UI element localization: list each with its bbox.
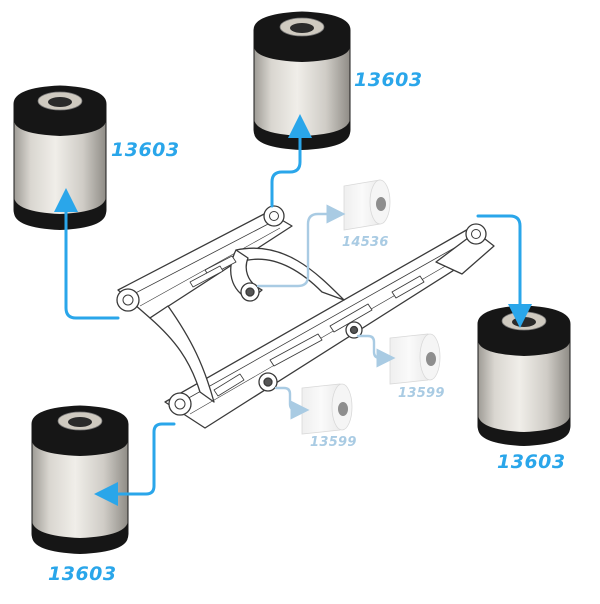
leader-arrows [54,114,532,506]
arrow-top-left [54,188,120,320]
small-bushing-right [389,333,441,385]
label-small-top: 14536 [342,235,389,250]
arrow-small-top [256,204,346,288]
label-top-left: 13603 [111,139,180,161]
bushing-right [477,305,571,446]
label-bottom-left: 13603 [48,563,117,585]
arrow-right [476,214,532,328]
arrow-small-bottom [274,386,310,420]
bushing-top-center [253,11,351,150]
label-right: 13603 [497,451,566,473]
subframe [116,205,495,429]
small-bushing-top [343,179,391,231]
bushing-bottom-left [31,405,129,554]
arrow-small-right [356,334,396,368]
arrow-bottom-left [94,422,176,506]
label-top-center: 13603 [354,69,423,91]
small-bushing-bottom [301,383,353,435]
label-small-right: 13599 [398,386,445,401]
bushing-top-left [13,85,107,230]
label-small-bottom: 13599 [310,435,357,450]
arrow-top-center [270,114,312,208]
